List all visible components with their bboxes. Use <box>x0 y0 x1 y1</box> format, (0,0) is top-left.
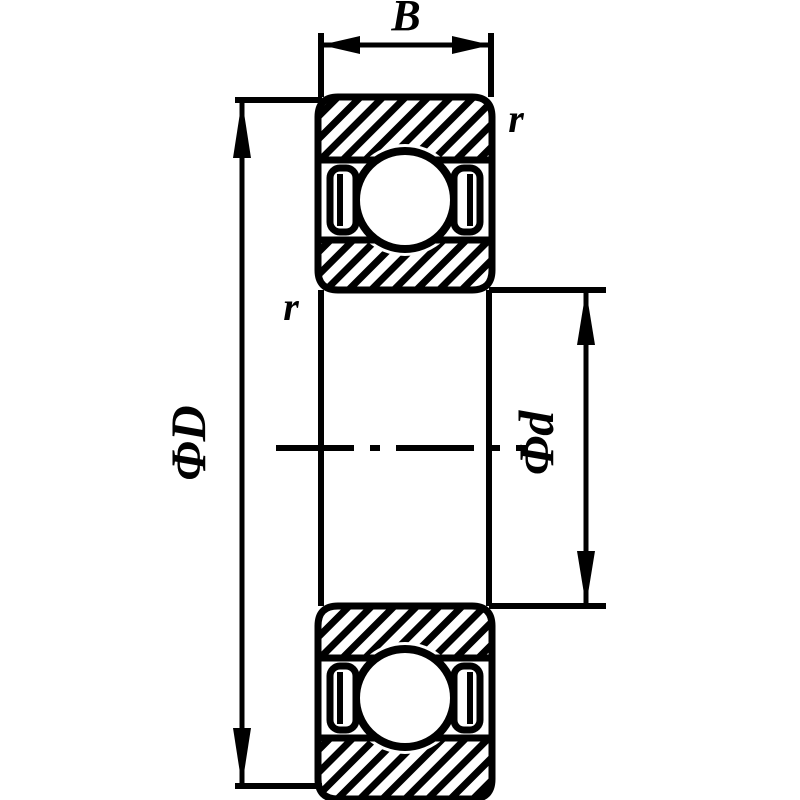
lower-block-outline <box>314 602 496 800</box>
bearing-lower-assembly <box>314 602 496 800</box>
radius-callout-mid-left: r <box>283 284 299 329</box>
dimension-d-arrow-top <box>577 290 595 345</box>
seal-lower-right <box>450 662 484 734</box>
seal-upper-right <box>450 164 484 236</box>
dimension-d: Φd <box>489 287 606 609</box>
dimension-B-label: B <box>390 0 420 40</box>
dimension-B: B <box>318 0 494 97</box>
radius-callout-top-right: r <box>508 96 524 141</box>
dimension-D: ΦD <box>160 97 322 789</box>
dimension-B-arrow-left <box>321 36 360 54</box>
dimension-d-arrow-bottom <box>577 551 595 606</box>
dimension-B-arrow-right <box>452 36 491 54</box>
seal-lower-left <box>326 662 360 734</box>
dimension-d-label: Φd <box>508 410 564 475</box>
ball-lower <box>352 645 458 751</box>
bearing-upper-assembly <box>314 93 496 294</box>
seal-upper-left <box>326 164 360 236</box>
dimension-D-arrow-top <box>233 100 251 158</box>
dimension-D-label: ΦD <box>160 405 216 481</box>
upper-block-outline <box>314 93 496 294</box>
ball-upper <box>352 147 458 253</box>
dimension-D-arrow-bottom <box>233 728 251 786</box>
